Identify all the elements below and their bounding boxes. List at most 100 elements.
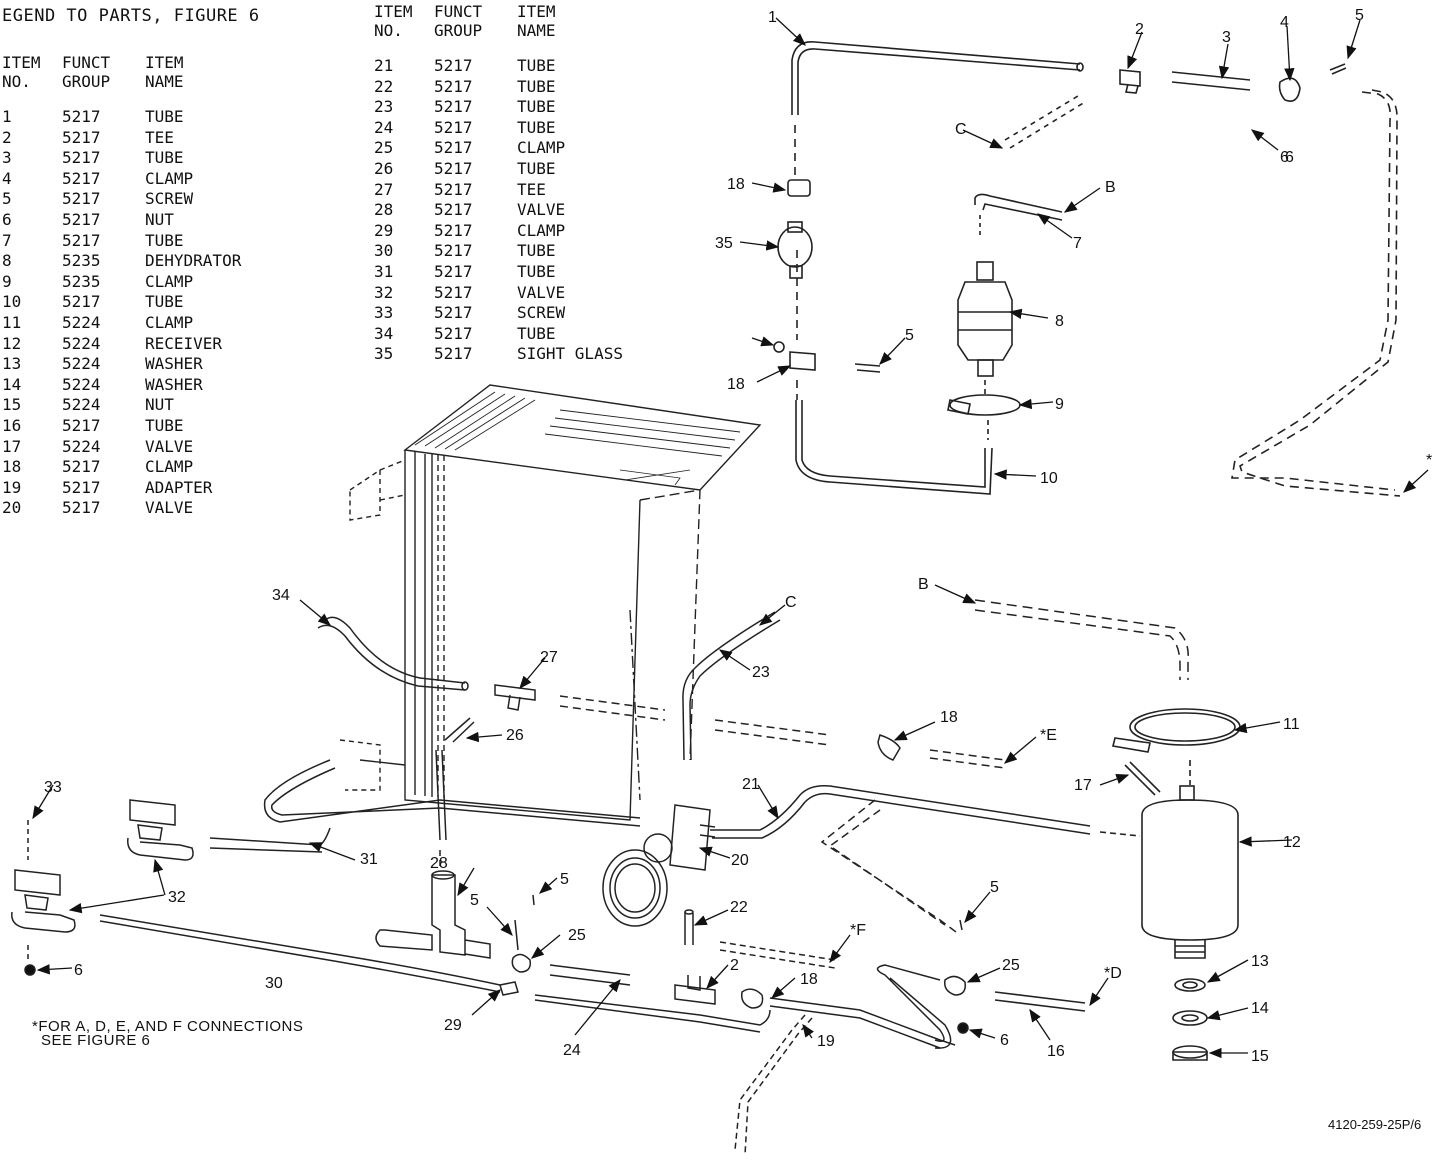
item-name: TUBE [517,97,556,117]
funct-group: 5217 [434,138,473,158]
callout-label: 10 [1040,470,1058,487]
item-number: 6 [2,209,12,229]
funct-group: 5217 [434,344,473,364]
callout-label: B [918,576,929,593]
funct-group: 5217 [434,282,473,302]
item-number: 25 [374,138,394,158]
funct-group: 5217 [434,158,473,178]
callout-label: 5 [560,871,569,888]
callout-label: 13 [1251,953,1269,970]
callout-label: 11 [1283,716,1300,733]
callout-label: 21 [742,776,760,793]
callout-label: 26 [506,727,524,744]
callout-label: 25 [1002,957,1020,974]
funct-group: 5217 [434,117,473,137]
callout-label: 12 [1283,834,1301,851]
legend-row: 15 5224 NUT [2,395,241,416]
funct-group: 5224 [62,395,101,415]
item-number: 32 [374,282,394,302]
callout-label: 22 [730,899,748,916]
lower-tube-assembly [11,799,1086,1156]
item-name: VALVE [145,436,194,456]
item-number: 26 [374,158,394,178]
callout-label: 18 [800,971,818,988]
callout-label: 6 [1280,149,1289,166]
funct-group: 5217 [434,323,473,343]
legend-row: 32 5217 VALVE [374,283,623,304]
item-name: TUBE [145,230,184,250]
funct-group: 5217 [62,148,101,168]
item-name: CLAMP [517,220,566,240]
item-name: WASHER [145,354,203,374]
funct-group: 5235 [62,251,101,271]
item-name: SCREW [517,303,566,323]
item-name: NUT [145,395,174,415]
item-name: VALVE [145,498,194,518]
item-number: 15 [2,395,22,415]
receiver-assembly [1099,708,1241,1061]
item-name: VALVE [517,282,566,302]
item-number: 4 [2,168,12,188]
item-number: 21 [374,56,394,75]
item-number: 19 [2,477,22,497]
callout-label: 34 [272,587,290,604]
funct-group: 5217 [62,415,101,435]
item-number: 16 [2,415,22,435]
callout-label: C [785,594,797,611]
funct-group: 5224 [62,354,101,374]
callout-label: 7 [1073,235,1082,252]
callout-label: 18 [727,176,745,193]
callout-label: * [1426,452,1432,469]
funct-group: 5217 [62,168,101,188]
item-name: SCREW [145,189,194,209]
callout-label: 20 [731,852,749,869]
callout-label: 4 [1280,14,1289,31]
callout-label: 18 [940,709,958,726]
item-number: 28 [374,200,394,220]
item-name: TEE [145,127,174,147]
callout-label: 31 [360,851,378,868]
item-number: 8 [2,251,12,271]
callout-label: 1 [768,9,777,26]
funct-group: 5224 [62,374,101,394]
item-number: 17 [2,436,22,456]
callout-label: 2 [730,957,739,974]
funct-group: 5217 [434,97,473,117]
item-name: TEE [517,179,546,199]
item-number: 22 [374,76,394,96]
funct-group: 5217 [434,261,473,281]
funct-group: 5217 [434,303,473,323]
item-number: 29 [374,220,394,240]
callout-label: C [955,121,967,138]
callout-label: 19 [817,1033,835,1050]
callout-label: *F [850,922,866,939]
callout-label: 9 [1055,396,1064,413]
item-name: VALVE [517,200,566,220]
figure-identifier: 4120-259-25P/6 [1328,1117,1422,1132]
funct-group: 5217 [434,56,473,75]
item-number: 30 [374,241,394,261]
item-name: TUBE [517,76,556,96]
item-number: 5 [2,189,12,209]
connections-note: *FOR A, D, E, AND F CONNECTIONS SEE FIGU… [32,1019,303,1048]
